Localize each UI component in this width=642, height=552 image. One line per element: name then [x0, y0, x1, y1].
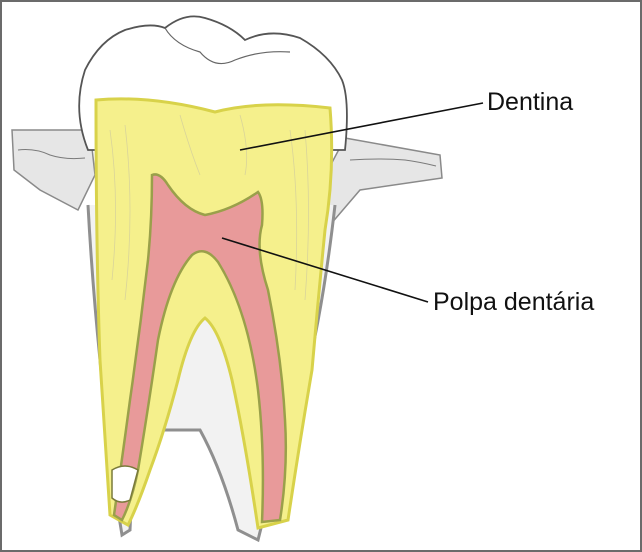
gum-right — [320, 138, 442, 225]
dentina-label: Dentina — [487, 90, 573, 115]
polpa-label: Polpa dentária — [433, 290, 594, 315]
gum-left — [12, 130, 95, 210]
